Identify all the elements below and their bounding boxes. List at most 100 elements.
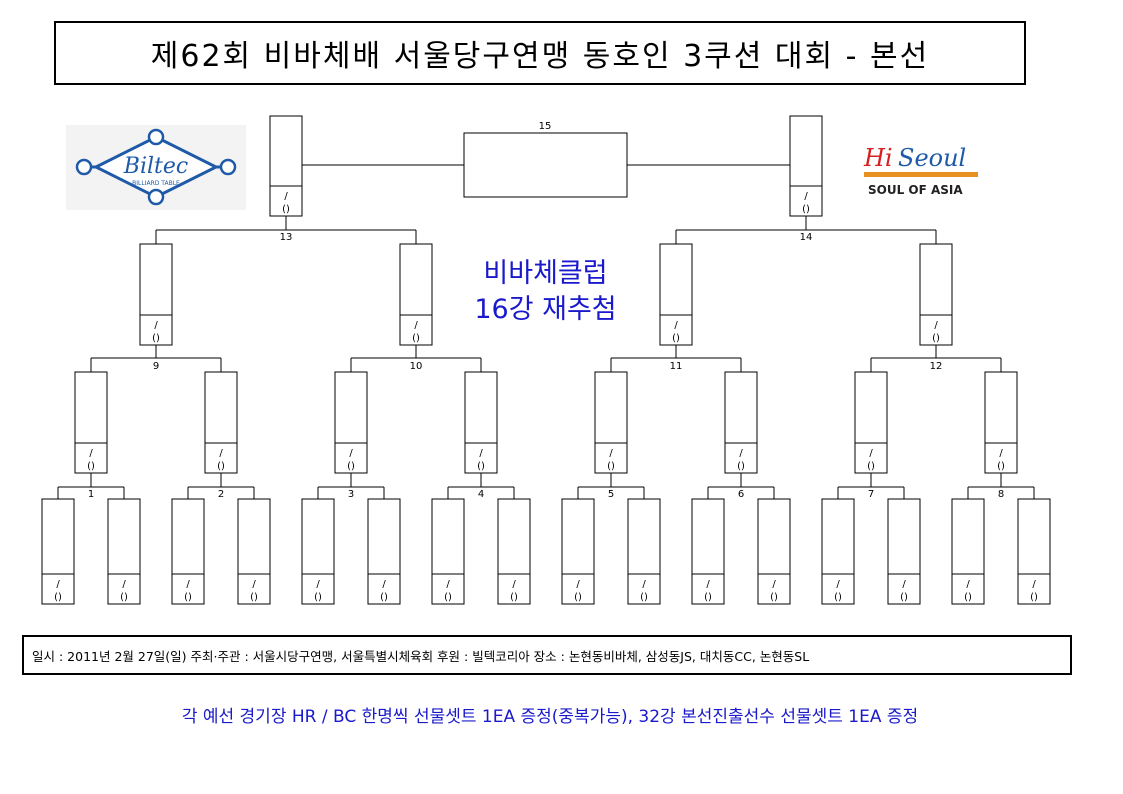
match-number-10: 10: [410, 361, 423, 372]
player-slot-r1-14: [887, 498, 921, 605]
player-slot-r2-8-slash: /: [999, 448, 1003, 459]
match-number-6: 6: [738, 489, 744, 500]
player-slot-r2-6-score: (): [737, 461, 745, 472]
player-slot-r1-1-slash: /: [56, 579, 60, 590]
svg-text:Biltec: Biltec: [123, 154, 188, 179]
svg-text:Hi: Hi: [863, 144, 893, 172]
player-slot-r3-1: [139, 243, 173, 346]
match-number-14: 14: [800, 232, 813, 243]
final-box: [463, 132, 628, 198]
player-slot-r1-12-slash: /: [772, 579, 776, 590]
player-slot-r2-5: [594, 371, 628, 474]
svg-text:SOUL OF ASIA: SOUL OF ASIA: [868, 183, 963, 197]
player-slot-r3-1-slash: /: [154, 320, 158, 331]
player-slot-r2-6-slash: /: [739, 448, 743, 459]
player-slot-r1-7: [431, 498, 465, 605]
player-slot-r3-2: [399, 243, 433, 346]
player-slot-r3-3: [659, 243, 693, 346]
biltec-logo: Biltec BILLIARD TABLE: [66, 125, 246, 210]
match-number-1: 1: [88, 489, 94, 500]
player-slot-r3-2-slash: /: [414, 320, 418, 331]
player-slot-r1-9-slash: /: [576, 579, 580, 590]
player-slot-r1-11-slash: /: [706, 579, 710, 590]
player-slot-r1-10-slash: /: [642, 579, 646, 590]
player-slot-r2-2: [204, 371, 238, 474]
player-slot-sf-2-score: (): [802, 204, 810, 215]
player-slot-r3-2-score: (): [412, 333, 420, 344]
player-slot-r1-11-score: (): [704, 592, 712, 603]
player-slot-r1-14-slash: /: [902, 579, 906, 590]
player-slot-r1-8: [497, 498, 531, 605]
player-slot-r3-4-score: (): [932, 333, 940, 344]
player-slot-r2-8: [984, 371, 1018, 474]
player-slot-r1-10: [627, 498, 661, 605]
match-number-11: 11: [670, 361, 683, 372]
player-slot-r1-11: [691, 498, 725, 605]
player-slot-r1-5-slash: /: [316, 579, 320, 590]
player-slot-r1-15-score: (): [964, 592, 972, 603]
match-number-9: 9: [153, 361, 159, 372]
player-slot-r1-13: [821, 498, 855, 605]
player-slot-r1-16-score: (): [1030, 592, 1038, 603]
player-slot-r2-1-slash: /: [89, 448, 93, 459]
notice-line-2: 16강 재추첨: [474, 294, 617, 325]
player-slot-r3-3-slash: /: [674, 320, 678, 331]
event-info: 일시 : 2011년 2월 27일(일) 주최·주관 : 서울시당구연맹, 서울…: [22, 635, 1072, 675]
player-slot-r1-6-slash: /: [382, 579, 386, 590]
match-number-2: 2: [218, 489, 224, 500]
match-number-12: 12: [930, 361, 943, 372]
player-slot-r2-4-score: (): [477, 461, 485, 472]
player-slot-r1-8-score: (): [510, 592, 518, 603]
hi-seoul-logo: Hi Seoul SOUL OF ASIA: [863, 144, 978, 197]
player-slot-r1-7-slash: /: [446, 579, 450, 590]
page-title: 제62회 비바체배 서울당구연맹 동호인 3쿠션 대회 - 본선: [54, 21, 1026, 85]
svg-text:BILLIARD TABLE: BILLIARD TABLE: [132, 180, 180, 187]
player-slot-r1-8-slash: /: [512, 579, 516, 590]
player-slot-r2-5-score: (): [607, 461, 615, 472]
redraw-notice: 비바체클럽 16강 재추첨: [463, 256, 628, 328]
player-slot-r3-3-score: (): [672, 333, 680, 344]
player-slot-r2-3-score: (): [347, 461, 355, 472]
player-slot-sf-1-slash: /: [284, 191, 288, 202]
player-slot-r2-8-score: (): [997, 461, 1005, 472]
player-slot-r1-15-slash: /: [966, 579, 970, 590]
player-slot-r1-2-slash: /: [122, 579, 126, 590]
prize-notice: 각 예선 경기장 HR / BC 한명씩 선물셋트 1EA 증정(중복가능), …: [181, 707, 919, 727]
player-slot-r1-13-score: (): [834, 592, 842, 603]
player-slot-r2-2-score: (): [217, 461, 225, 472]
player-slot-r2-5-slash: /: [609, 448, 613, 459]
svg-text:Seoul: Seoul: [898, 144, 966, 172]
player-slot-r1-3-score: (): [184, 592, 192, 603]
match-number-3: 3: [348, 489, 354, 500]
player-slot-r1-5-score: (): [314, 592, 322, 603]
player-slot-sf-2-slash: /: [804, 191, 808, 202]
player-slot-r2-1-score: (): [87, 461, 95, 472]
player-slot-r1-12-score: (): [770, 592, 778, 603]
player-slot-r1-1: [41, 498, 75, 605]
player-slot-r3-4-slash: /: [934, 320, 938, 331]
player-slot-r1-4-slash: /: [252, 579, 256, 590]
player-slot-r1-7-score: (): [444, 592, 452, 603]
player-slot-r1-3-slash: /: [186, 579, 190, 590]
player-slot-r1-1-score: (): [54, 592, 62, 603]
player-slot-r2-6: [724, 371, 758, 474]
player-slot-sf-2: [789, 115, 823, 217]
player-slot-r1-16-slash: /: [1032, 579, 1036, 590]
player-slot-r1-2-score: (): [120, 592, 128, 603]
player-slot-r1-14-score: (): [900, 592, 908, 603]
player-slot-r2-1: [74, 371, 108, 474]
match-number-7: 7: [868, 489, 874, 500]
match-number-13: 13: [280, 232, 293, 243]
match-number-5: 5: [608, 489, 614, 500]
player-slot-r1-6: [367, 498, 401, 605]
player-slot-r1-12: [757, 498, 791, 605]
player-slot-r2-2-slash: /: [219, 448, 223, 459]
player-slot-sf-1: [269, 115, 303, 217]
player-slot-r2-7: [854, 371, 888, 474]
player-slot-r2-4: [464, 371, 498, 474]
player-slot-r1-4-score: (): [250, 592, 258, 603]
player-slot-r3-1-score: (): [152, 333, 160, 344]
player-slot-r1-4: [237, 498, 271, 605]
player-slot-r1-13-slash: /: [836, 579, 840, 590]
player-slot-r2-7-slash: /: [869, 448, 873, 459]
